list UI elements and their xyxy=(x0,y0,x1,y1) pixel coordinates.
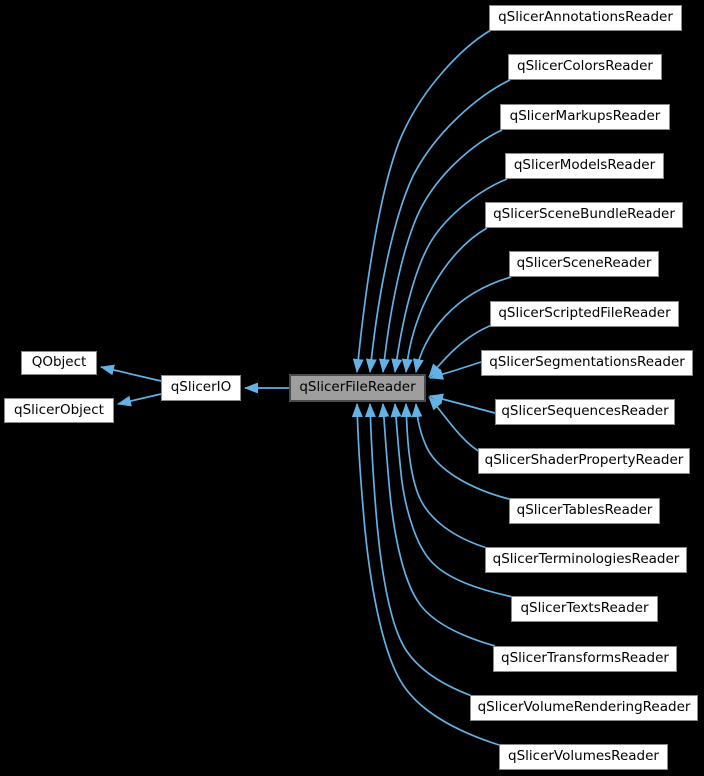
edge-qslicervolumesreader xyxy=(351,403,500,746)
node-qslicerfilereader[interactable]: qSlicerFileReader xyxy=(289,374,426,402)
edge-qslicerscenebundlereader xyxy=(401,227,488,373)
node-qslicermodelsreader[interactable]: qSlicerModelsReader xyxy=(505,153,664,179)
node-qslicerannotationsreader[interactable]: qSlicerAnnotationsReader xyxy=(489,5,682,31)
edge-qslicertransformsreader xyxy=(378,403,496,647)
node-qslicercolorsreader[interactable]: qSlicerColorsReader xyxy=(508,54,662,80)
edge-qslicercolorsreader xyxy=(365,79,511,373)
node-qslicerterminologiesreader[interactable]: qSlicerTerminologiesReader xyxy=(485,547,687,573)
node-qobject[interactable]: QObject xyxy=(21,351,97,375)
node-qslicersequencesreader[interactable]: qSlicerSequencesReader xyxy=(495,399,675,425)
edge-qslicerio-to-qslicerobject xyxy=(117,393,162,407)
edge-qslicerscenereader xyxy=(412,276,512,373)
node-qslicerscenereader[interactable]: qSlicerSceneReader xyxy=(509,251,659,277)
edge-qslicerio-to-qobject xyxy=(100,364,162,382)
edge-qslicervolumerenderingreader xyxy=(364,403,473,697)
edge-qslicerterminologiesreader xyxy=(400,403,488,549)
edge-qslicertextsreader xyxy=(390,403,514,598)
edge-qslicerannotationsreader xyxy=(352,29,492,373)
edge-qslicersegmentationsreader xyxy=(429,361,482,380)
node-qslicershaderpropertyreader[interactable]: qSlicerShaderPropertyReader xyxy=(478,448,690,474)
node-qslicerio[interactable]: qSlicerIO xyxy=(161,375,241,401)
node-qslicerscriptedfilereader[interactable]: qSlicerScriptedFileReader xyxy=(490,301,679,327)
node-qslicervolumesreader[interactable]: qSlicerVolumesReader xyxy=(499,744,668,770)
edge-qslicertablesreader xyxy=(411,403,510,500)
node-qslicermarkupsreader[interactable]: qSlicerMarkupsReader xyxy=(500,104,670,130)
node-qslicersegmentationsreader[interactable]: qSlicerSegmentationsReader xyxy=(481,350,693,376)
node-qslicertextsreader[interactable]: qSlicerTextsReader xyxy=(511,596,658,622)
node-qslicertablesreader[interactable]: qSlicerTablesReader xyxy=(509,498,660,524)
node-qslicervolumerenderingreader[interactable]: qSlicerVolumeRenderingReader xyxy=(470,695,698,721)
edge-qslicermodelsreader xyxy=(391,178,508,373)
edge-qslicermarkupsreader xyxy=(378,129,503,373)
node-qslicerobject[interactable]: qSlicerObject xyxy=(4,398,114,423)
node-qslicerscenebundlereader[interactable]: qSlicerSceneBundleReader xyxy=(485,202,683,228)
edge-qslicershaderpropertyreader xyxy=(428,396,481,453)
node-qslicertransformsreader[interactable]: qSlicerTransformsReader xyxy=(493,646,677,672)
